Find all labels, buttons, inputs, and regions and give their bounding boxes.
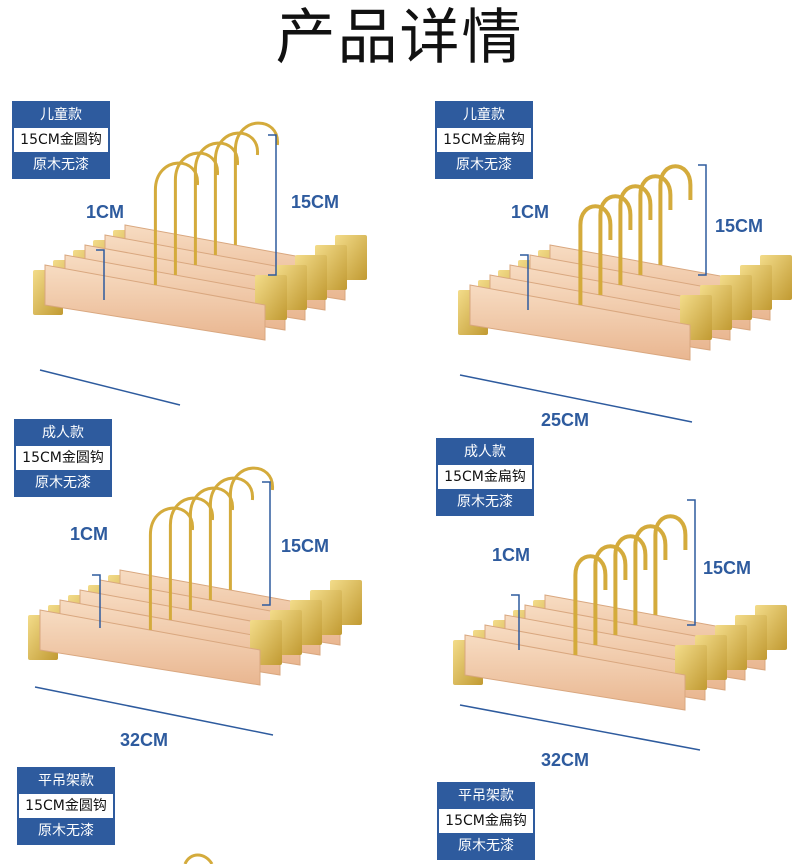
hanger-stack	[458, 164, 792, 423]
label-category: 儿童款	[14, 103, 108, 127]
label-card: 儿童款 15CM金扁钩 原木无漆	[435, 101, 533, 179]
label-category: 平吊架款	[439, 784, 533, 808]
label-material: 原木无漆	[438, 490, 532, 514]
label-card: 平吊架款 15CM金扁钩 原木无漆	[437, 782, 535, 860]
label-card: 平吊架款 15CM金圆钩 原木无漆	[17, 767, 115, 845]
label-material: 原木无漆	[437, 153, 531, 177]
label-hook: 15CM金扁钩	[438, 464, 532, 490]
label-material: 原木无漆	[16, 471, 110, 495]
length-label: 32CM	[120, 730, 169, 750]
hook-height-label: 15CM	[715, 216, 764, 236]
length-label: 32CM	[541, 750, 590, 770]
length-label: 25CM	[541, 410, 590, 426]
label-category: 平吊架款	[19, 769, 113, 793]
bar-width-label: 1CM	[70, 524, 109, 544]
hanger-stack	[33, 121, 367, 406]
page-title: 产品详情	[275, 3, 524, 73]
label-material: 原木无漆	[14, 153, 108, 177]
label-hook: 15CM金圆钩	[16, 445, 110, 471]
label-category: 成人款	[16, 421, 110, 445]
label-hook: 15CM金圆钩	[19, 793, 113, 819]
label-hook: 15CM金扁钩	[437, 127, 531, 153]
label-material: 原木无漆	[439, 834, 533, 858]
bar-width-label: 1CM	[492, 545, 531, 565]
label-category: 儿童款	[437, 103, 531, 127]
hanger-stack	[453, 499, 787, 751]
label-category: 成人款	[438, 440, 532, 464]
label-card: 儿童款 15CM金圆钩 原木无漆	[12, 101, 110, 179]
hook-height-label: 15CM	[291, 192, 340, 212]
label-hook: 15CM金扁钩	[439, 808, 533, 834]
label-card: 成人款 15CM金扁钩 原木无漆	[436, 438, 534, 516]
hook-height-label: 15CM	[703, 558, 752, 578]
label-material: 原木无漆	[19, 819, 113, 843]
hanger-stack	[28, 466, 362, 736]
bar-width-label: 1CM	[86, 202, 125, 222]
label-hook: 15CM金圆钩	[14, 127, 108, 153]
label-card: 成人款 15CM金圆钩 原木无漆	[14, 419, 112, 497]
hook-height-label: 15CM	[281, 536, 330, 556]
bar-width-label: 1CM	[511, 202, 550, 222]
